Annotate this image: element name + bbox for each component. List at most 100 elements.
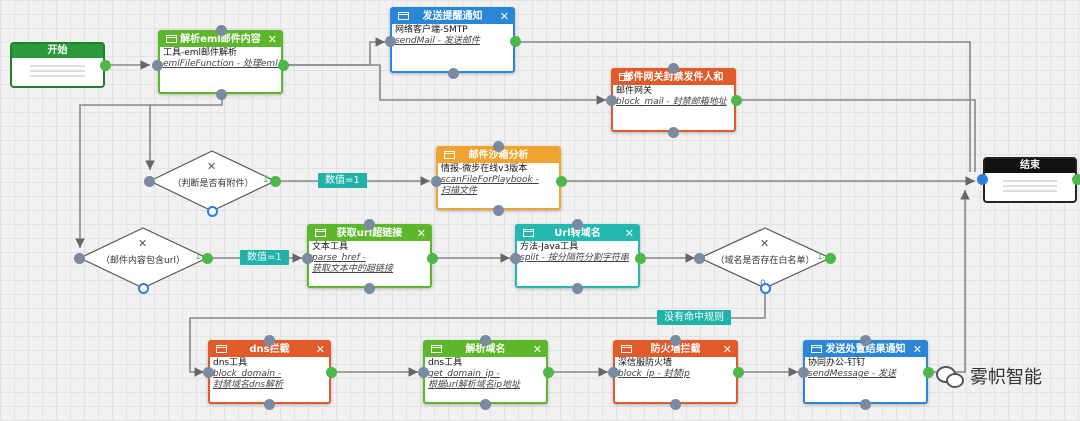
close-icon[interactable]: ✕ xyxy=(532,343,542,356)
node-get-link-in-port[interactable] xyxy=(302,253,313,264)
window-icon xyxy=(619,73,630,81)
decision-has-url-out-port[interactable] xyxy=(202,253,213,264)
end-in-port[interactable] xyxy=(977,174,988,185)
decision-has-url-in-port[interactable] xyxy=(74,253,85,264)
node-get-link-top-port[interactable] xyxy=(364,219,375,230)
node-block-sender-top-port[interactable] xyxy=(668,63,679,74)
node-title: 获取url超链接 xyxy=(336,228,403,239)
node-get-link-bottom-port[interactable] xyxy=(364,283,375,294)
node-url-domain-out-port[interactable] xyxy=(635,253,646,264)
node-send-result-bottom-port[interactable] xyxy=(860,399,871,410)
decision-whitelist-mark[interactable]: ✕ xyxy=(760,237,770,250)
node-action[interactable]: get_domain_ip - xyxy=(428,369,500,379)
node-parse-eml-top-port[interactable] xyxy=(216,25,227,36)
node-resolve-domain-in-port[interactable] xyxy=(418,367,429,378)
window-icon xyxy=(315,229,326,237)
node-action[interactable]: sendMessage - 发送 xyxy=(808,369,897,379)
node-sandbox-top-port[interactable] xyxy=(493,141,504,152)
node-block-sender-out-port[interactable] xyxy=(731,95,742,106)
node-parse-eml-out-port[interactable] xyxy=(278,60,289,71)
decision-has-attachment-out-port[interactable] xyxy=(270,176,281,187)
start-node[interactable]: 开始 xyxy=(10,42,105,88)
node-send-result-top-port[interactable] xyxy=(860,335,871,346)
node-sandbox-out-port[interactable] xyxy=(556,176,567,187)
edge-label-value1-url[interactable]: 数值=1 xyxy=(240,250,289,265)
node-action-desc: 获取文本中的超链接 xyxy=(312,264,394,274)
node-action[interactable]: scanFileForPlaybook - xyxy=(441,175,539,185)
start-out-port[interactable] xyxy=(100,60,111,71)
node-resolve-domain-top-port[interactable] xyxy=(480,335,491,346)
node-firewall-block-in-port[interactable] xyxy=(608,367,619,378)
node-parse-eml-in-port[interactable] xyxy=(152,60,163,71)
node-sandbox-bottom-port[interactable] xyxy=(493,205,504,216)
node-get-link-out-port[interactable] xyxy=(427,253,438,264)
edge-alert-end xyxy=(515,41,971,172)
node-url-domain-top-port[interactable] xyxy=(572,219,583,230)
node-action[interactable]: split - 按分隔符分割字符串 xyxy=(520,253,629,263)
node-action[interactable]: block_domain - xyxy=(213,369,282,379)
node-send-alert-bottom-port[interactable] xyxy=(448,68,459,79)
node-sandbox-in-port[interactable] xyxy=(431,176,442,187)
decision-whitelist-bottom-port[interactable] xyxy=(760,283,771,294)
edge-parse-dec2 xyxy=(75,104,150,248)
node-action[interactable]: block_mail - 封禁邮箱地址 xyxy=(616,97,727,107)
node-dns-block-top-port[interactable] xyxy=(264,335,275,346)
node-firewall-block-top-port[interactable] xyxy=(670,335,681,346)
node-title: dns拦截 xyxy=(249,344,290,355)
decision-has-url-bottom-port[interactable] xyxy=(138,283,149,294)
node-resolve-domain-bottom-port[interactable] xyxy=(480,399,491,410)
node-firewall-block-bottom-port[interactable] xyxy=(670,399,681,410)
decision-has-attachment-in-port[interactable] xyxy=(144,176,155,187)
decision-has-attachment-mark[interactable]: ✕ xyxy=(207,160,217,173)
close-icon[interactable]: ✕ xyxy=(267,33,277,46)
node-action[interactable]: block_ip - 封禁ip xyxy=(618,369,690,379)
window-icon xyxy=(166,35,177,43)
node-tool: 协同办公-钉钉 xyxy=(808,358,866,368)
decision-has-url-mark[interactable]: ✕ xyxy=(138,237,148,250)
end-label: 结束 xyxy=(985,159,1075,173)
window-icon xyxy=(811,345,822,353)
node-dns-block-bottom-port[interactable] xyxy=(264,399,275,410)
decision-has-attachment-bottom-port[interactable] xyxy=(207,206,218,217)
node-url-domain-in-port[interactable] xyxy=(510,253,521,264)
edge-label-no-rule[interactable]: 没有命中规则 xyxy=(657,310,731,325)
node-send-alert-in-port[interactable] xyxy=(385,36,396,47)
node-dns-block-in-port[interactable] xyxy=(203,367,214,378)
close-icon[interactable]: ✕ xyxy=(499,10,509,23)
close-icon[interactable]: ✕ xyxy=(416,227,426,240)
node-send-alert-out-port[interactable] xyxy=(510,36,521,47)
end-out-port[interactable] xyxy=(1072,174,1080,185)
node-send-result-in-port[interactable] xyxy=(798,367,809,378)
decision-whitelist-out-port[interactable] xyxy=(825,253,836,264)
node-tool: 情报-微步在线v3版本 xyxy=(441,164,528,174)
node-firewall-block-out-port[interactable] xyxy=(733,367,744,378)
node-title: 发送提醒通知 xyxy=(422,11,483,22)
close-icon[interactable]: ✕ xyxy=(912,343,922,356)
node-resolve-domain-out-port[interactable] xyxy=(543,367,554,378)
node-action[interactable]: parse_href - xyxy=(312,253,366,263)
close-icon[interactable]: ✕ xyxy=(624,227,634,240)
node-send-result-out-port[interactable] xyxy=(923,367,934,378)
node-block-sender-in-port[interactable] xyxy=(606,95,617,106)
node-action[interactable]: emlFileFunction - 处理eml文件 xyxy=(163,59,281,69)
node-url-domain-bottom-port[interactable] xyxy=(572,283,583,294)
edge-label-value1-attachment[interactable]: 数值=1 xyxy=(318,173,367,188)
close-icon[interactable]: ✕ xyxy=(315,343,325,356)
node-parse-eml-bottom-port[interactable] xyxy=(216,89,227,100)
node-action[interactable]: sendMail - 发送邮件 xyxy=(395,36,480,46)
close-icon[interactable]: ✕ xyxy=(722,343,732,356)
node-dns-block-out-port[interactable] xyxy=(326,367,337,378)
node-block-sender-bottom-port[interactable] xyxy=(668,127,679,138)
decision-whitelist-in-port[interactable] xyxy=(694,253,705,264)
end-node[interactable]: 结束 xyxy=(983,157,1077,203)
